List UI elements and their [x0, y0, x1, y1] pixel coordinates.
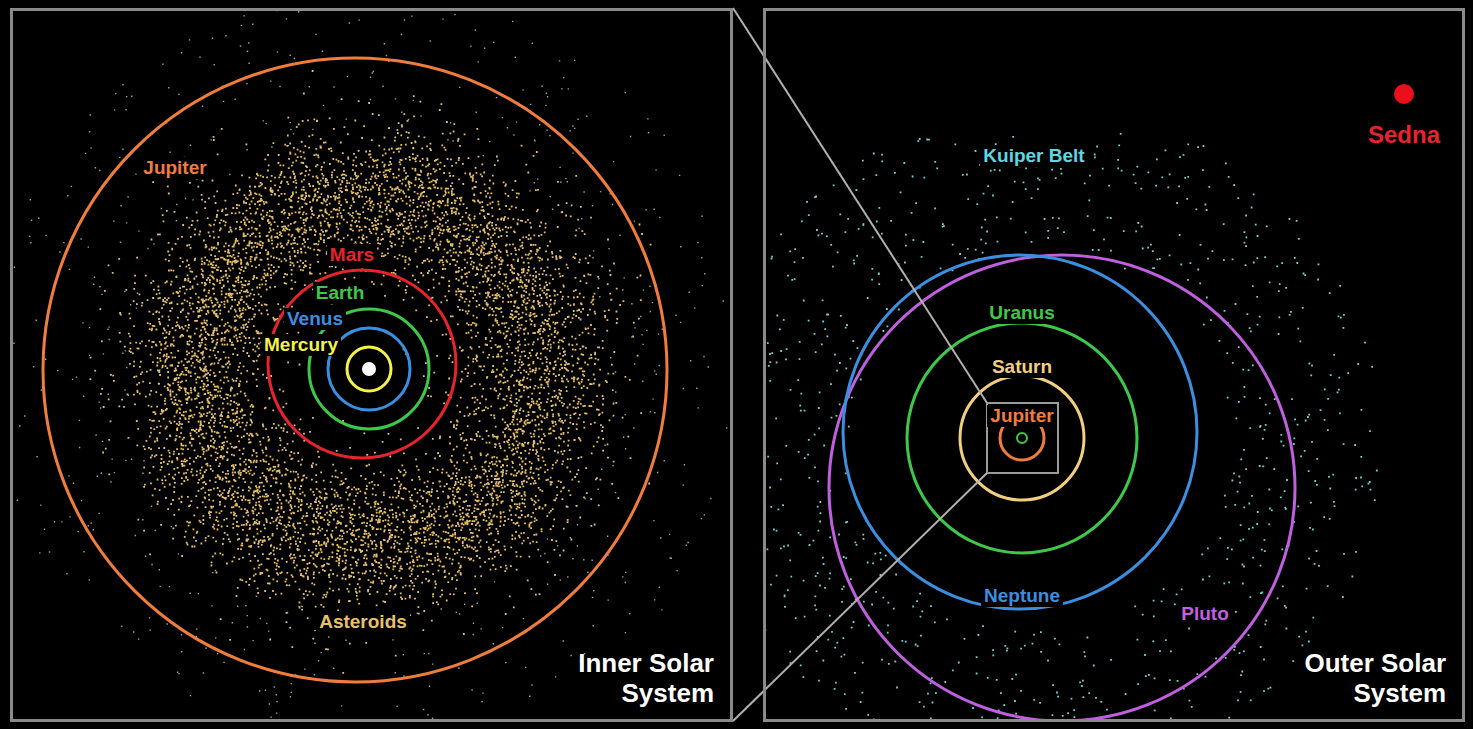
asteroid-belt: [89, 70, 651, 674]
dwarf-planet-name: Pluto: [1178, 603, 1232, 626]
object-name: Sedna: [1365, 121, 1443, 150]
jupiter-orbit: [43, 58, 667, 682]
planet-name: Mercury: [261, 334, 341, 357]
region-name: Kuiper Belt: [980, 145, 1087, 168]
zoom-line: [733, 473, 987, 721]
planet-name: Mars: [327, 244, 377, 267]
inner-orbits-small: [1017, 433, 1027, 443]
sun: [362, 362, 376, 376]
planet-name: Jupiter: [140, 157, 209, 180]
panel-title: Outer Solar System: [1271, 649, 1446, 709]
kuiper-belt-objects: [765, 133, 1378, 720]
planet-name: Uranus: [986, 302, 1057, 325]
mercury-orbit: [347, 347, 391, 391]
zoom-line: [733, 8, 987, 403]
scattered-objects: [12, 10, 731, 720]
zoom-box: [987, 403, 1058, 473]
panel-title: Inner Solar System: [539, 649, 714, 709]
planet-name: Earth: [313, 282, 368, 305]
pluto-orbit: [829, 255, 1295, 720]
planet-name: Venus: [284, 308, 346, 331]
outer-panel: Outer Solar System: [763, 8, 1465, 722]
region-name: Asteroids: [316, 611, 410, 634]
neptune-orbit: [843, 255, 1197, 609]
planet-name: Jupiter: [987, 405, 1056, 428]
mars-orbit: [268, 270, 456, 458]
planet-name: Neptune: [981, 585, 1063, 608]
sedna-dot: [1394, 84, 1414, 104]
planet-name: Saturn: [989, 356, 1055, 379]
